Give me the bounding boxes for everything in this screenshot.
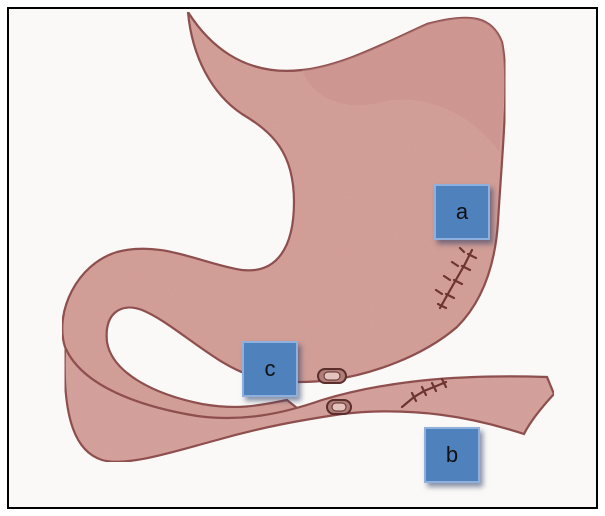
- label-c-text: c: [265, 356, 276, 382]
- anastomosis-clip-lower: [327, 400, 351, 414]
- stomach-illustration: [9, 9, 596, 507]
- label-box-c: c: [242, 341, 298, 397]
- label-a-text: a: [456, 199, 468, 225]
- anastomosis-clip-upper: [318, 369, 346, 383]
- label-b-text: b: [446, 442, 458, 468]
- label-box-a: a: [434, 184, 490, 240]
- figure-frame: a b c: [7, 7, 598, 509]
- label-box-b: b: [424, 427, 480, 483]
